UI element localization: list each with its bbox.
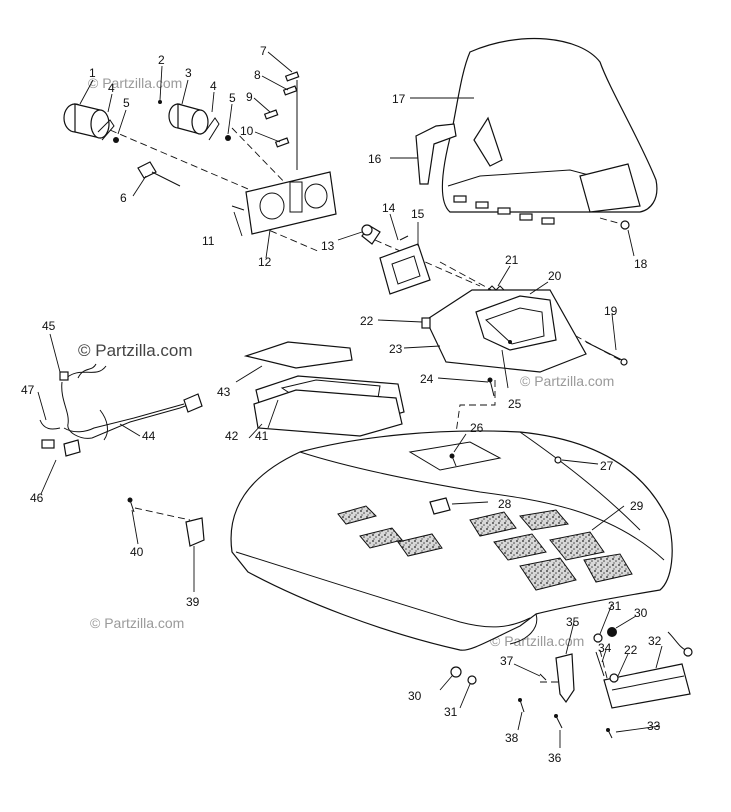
- callout-13: 13: [321, 239, 335, 253]
- callout-3: 3: [185, 66, 192, 80]
- callout-46: 46: [30, 491, 44, 505]
- callout-26: 26: [470, 421, 484, 435]
- callout-16: 16: [368, 152, 382, 166]
- callout-9: 9: [246, 90, 253, 104]
- spring: [487, 285, 505, 291]
- headlight-bulb: [361, 224, 381, 245]
- callout-47: 47: [21, 383, 35, 397]
- headlight-assembly: [379, 235, 431, 295]
- adjustment-bolt: [585, 341, 628, 366]
- latch-plate: [429, 497, 451, 515]
- callout-23: 23: [389, 342, 403, 356]
- bolt-set: [518, 651, 613, 739]
- callout-6: 6: [120, 191, 127, 205]
- leader-lines: [37, 51, 663, 748]
- clip: [421, 317, 431, 329]
- callout-28: 28: [498, 497, 512, 511]
- front-bumper: [603, 663, 691, 709]
- callout-25: 25: [508, 397, 522, 411]
- callout-4: 4: [210, 79, 217, 93]
- callout-38: 38: [505, 731, 519, 745]
- callout-41: 41: [255, 429, 269, 443]
- callout-30: 30: [408, 689, 422, 703]
- callout-17: 17: [392, 92, 406, 106]
- callout-4: 4: [108, 81, 115, 95]
- callout-31: 31: [444, 705, 458, 719]
- callout-labels: 1 2 3 4 4 5 5 6 7 8 9 10 11 12 13 14 15 …: [21, 44, 662, 765]
- watermark: © Partzilla.com: [88, 75, 182, 91]
- callout-43: 43: [217, 385, 231, 399]
- instrument-panel: [231, 171, 337, 235]
- headlight-housing: [425, 289, 587, 373]
- callout-7: 7: [260, 44, 267, 58]
- hood-hinge: [185, 517, 205, 547]
- callout-37: 37: [500, 654, 514, 668]
- bumper-bracket: [555, 653, 575, 704]
- watermark: © Partzilla.com: [490, 633, 584, 649]
- speedometer-gauge: [63, 103, 110, 139]
- callout-42: 42: [225, 429, 239, 443]
- callout-5: 5: [229, 91, 236, 105]
- callout-19: 19: [604, 304, 618, 318]
- hood: [230, 430, 673, 651]
- screw: [487, 377, 495, 397]
- switch-set: [263, 71, 300, 170]
- fastener: [554, 456, 562, 464]
- callout-12: 12: [258, 255, 272, 269]
- callout-10: 10: [240, 124, 254, 138]
- callout-40: 40: [130, 545, 144, 559]
- callout-22: 22: [360, 314, 374, 328]
- callout-11: 11: [202, 234, 215, 248]
- callout-32: 32: [648, 634, 662, 648]
- mounting-bracket: [97, 119, 119, 143]
- wiring-harness: [39, 363, 203, 457]
- callout-14: 14: [382, 201, 396, 215]
- callout-8: 8: [254, 68, 261, 82]
- callout-24: 24: [420, 372, 434, 386]
- windshield-screw: [620, 220, 630, 230]
- callout-36: 36: [548, 751, 562, 765]
- watermark-large: © Partzilla.com: [78, 341, 193, 360]
- callout-31: 31: [608, 599, 622, 613]
- bumper-strap: [667, 631, 693, 657]
- callout-15: 15: [411, 207, 425, 221]
- watermark: © Partzilla.com: [90, 615, 184, 631]
- windshield: [441, 37, 658, 225]
- callout-45: 45: [42, 319, 56, 333]
- callout-29: 29: [630, 499, 644, 513]
- hood-pin: [127, 497, 135, 513]
- callout-33: 33: [647, 719, 661, 733]
- watermark: © Partzilla.com: [520, 373, 614, 389]
- callout-20: 20: [548, 269, 562, 283]
- washer-set: [450, 627, 619, 685]
- callout-44: 44: [142, 429, 156, 443]
- callout-27: 27: [600, 459, 614, 473]
- callout-5: 5: [123, 96, 130, 110]
- windshield-trim: [415, 123, 457, 185]
- speedometer-cable: [137, 161, 181, 187]
- callout-2: 2: [158, 53, 165, 67]
- callout-18: 18: [634, 257, 648, 271]
- callout-35: 35: [566, 615, 580, 629]
- screw: [449, 453, 457, 467]
- callout-1: 1: [89, 66, 96, 80]
- callout-21: 21: [505, 253, 519, 267]
- access-panel: [243, 341, 405, 437]
- callout-22: 22: [624, 643, 638, 657]
- callout-39: 39: [186, 595, 200, 609]
- callout-34: 34: [598, 641, 612, 655]
- callout-30: 30: [634, 606, 648, 620]
- tachometer-gauge: [158, 100, 231, 141]
